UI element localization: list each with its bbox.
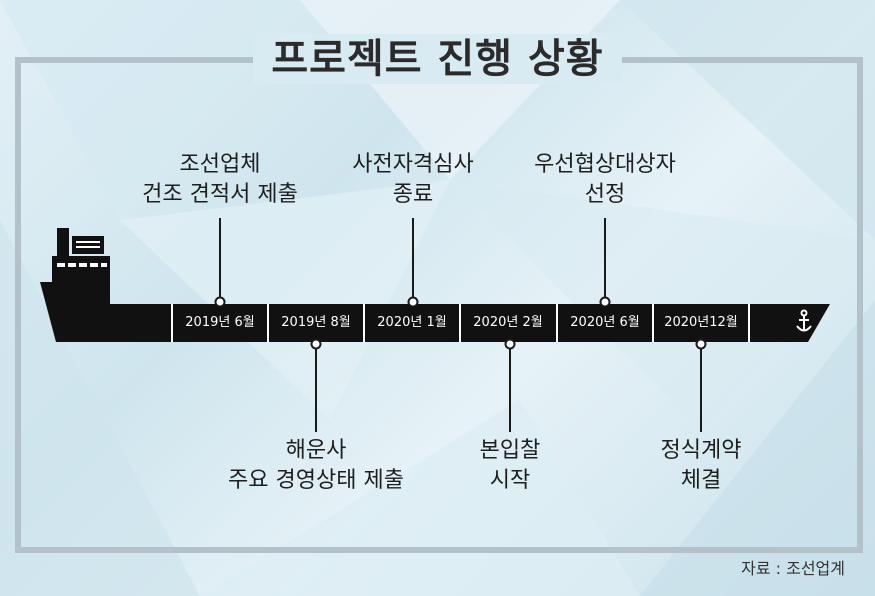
milestone-top-2: 사전자격심사 종료 (293, 150, 533, 210)
milestone-title: 우선협상대상자 (534, 152, 676, 177)
milestone-subtitle: 시작 (489, 468, 531, 493)
milestone-subtitle: 선정 (584, 182, 626, 207)
source-note: 자료 : 조선업계 (741, 559, 845, 578)
date-label: 2020년 1월 (377, 315, 447, 330)
milestone-subtitle: 체결 (680, 468, 722, 493)
ship-funnel (57, 228, 69, 258)
milestone-bottom-1: 해운사 주요 경영상태 제출 (196, 436, 436, 496)
milestone-title: 조선업체 (179, 152, 261, 177)
milestone-title: 사전자격심사 (352, 152, 474, 177)
milestone-top-1: 조선업체 건조 견적서 제출 (100, 150, 340, 210)
milestone-dot (407, 296, 419, 308)
milestone-title: 본입찰 (479, 438, 541, 463)
milestone-subtitle: 종료 (392, 182, 434, 207)
milestone-top-3: 우선협상대상자 선정 (485, 150, 725, 210)
milestone-dot (504, 338, 516, 350)
milestone-dot (214, 296, 226, 308)
anchor-icon (796, 309, 812, 332)
date-label: 2020년12월 (664, 315, 738, 330)
ship-bridge-top (72, 236, 104, 254)
milestone-subtitle: 주요 경영상태 제출 (228, 468, 404, 493)
milestone-dot (695, 338, 707, 350)
milestone-bottom-2: 본입찰 시작 (390, 436, 630, 496)
ship-hull (40, 282, 830, 342)
date-label: 2020년 2월 (473, 315, 543, 330)
page-title: 프로젝트 진행 상황 (253, 34, 622, 84)
milestone-subtitle: 건조 견적서 제출 (142, 182, 298, 207)
date-label: 2019년 6월 (185, 315, 255, 330)
milestone-dot (310, 338, 322, 350)
milestone-title: 정식계약 (660, 438, 742, 463)
milestone-bottom-3: 정식계약 체결 (581, 436, 821, 496)
date-label: 2020년 6월 (570, 315, 640, 330)
milestone-dot (599, 296, 611, 308)
date-label: 2019년 8월 (281, 315, 351, 330)
milestone-title: 해운사 (285, 438, 347, 463)
